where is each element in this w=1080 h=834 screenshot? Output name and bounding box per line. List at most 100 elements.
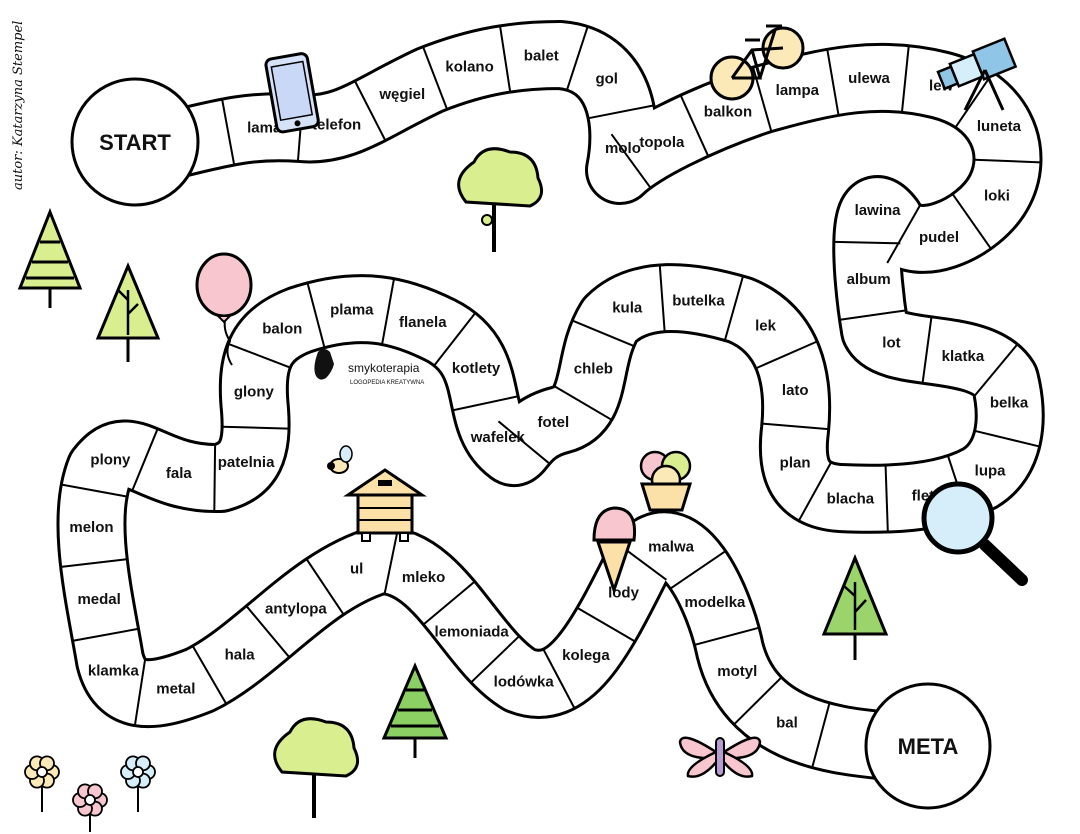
field-divider — [499, 26, 512, 92]
word-field[interactable]: lama — [247, 120, 282, 137]
word-field[interactable]: mleko — [402, 569, 445, 586]
field-divider — [974, 158, 1041, 164]
field-divider — [553, 385, 612, 421]
word-field[interactable]: hala — [225, 647, 256, 664]
word-field[interactable]: blacha — [827, 490, 875, 507]
word-field[interactable]: glony — [234, 383, 275, 400]
word-field[interactable]: flanela — [399, 314, 447, 331]
word-field[interactable]: butelka — [672, 292, 725, 309]
word-field[interactable]: lody — [608, 585, 639, 602]
word-field[interactable]: bal — [776, 714, 798, 731]
field-divider — [222, 425, 289, 430]
word-field[interactable]: balon — [262, 321, 302, 338]
word-field[interactable]: plony — [90, 451, 131, 468]
smykoterapia-logo: smykoterapia LOGOPEDIA KREATYWNA — [314, 349, 424, 386]
field-divider — [834, 240, 901, 245]
word-field[interactable]: pudel — [919, 229, 959, 246]
telescope-icon — [936, 37, 1018, 111]
field-divider — [133, 659, 147, 726]
word-field[interactable]: chleb — [574, 360, 613, 377]
word-field[interactable]: lampa — [776, 82, 820, 99]
field-divider — [192, 645, 227, 704]
field-divider — [131, 428, 159, 491]
field-divider — [72, 627, 139, 642]
word-field[interactable]: telefon — [312, 117, 361, 134]
spruce-icon — [381, 662, 449, 758]
word-field[interactable]: balkon — [704, 104, 752, 121]
spruce-icon — [821, 554, 889, 660]
magnifier-icon — [921, 481, 1028, 586]
word-field[interactable]: kolega — [562, 647, 610, 664]
word-field[interactable]: luneta — [977, 118, 1022, 135]
field-divider — [383, 528, 399, 594]
word-field[interactable]: modelka — [685, 594, 747, 611]
word-field[interactable]: antylopa — [265, 600, 327, 617]
bicycle-icon — [709, 24, 805, 101]
word-field[interactable]: patelnia — [218, 454, 275, 471]
field-divider — [921, 317, 933, 383]
word-field[interactable]: ul — [350, 561, 363, 578]
word-field[interactable]: topola — [639, 134, 685, 151]
word-field[interactable]: kolano — [445, 59, 493, 76]
field-divider — [670, 550, 726, 590]
word-field[interactable]: fala — [166, 465, 193, 482]
word-field[interactable]: ulewa — [848, 70, 890, 87]
meta-field[interactable]: META — [864, 682, 992, 810]
word-field[interactable]: wafelek — [470, 429, 526, 446]
word-field[interactable]: gol — [595, 71, 618, 88]
field-divider — [724, 276, 744, 341]
spruce-icon — [95, 262, 161, 362]
word-field[interactable]: kula — [612, 299, 643, 316]
word-field[interactable]: lemoniada — [435, 624, 510, 641]
field-divider — [213, 445, 217, 512]
word-field[interactable]: plama — [330, 301, 374, 318]
word-field[interactable]: kotlety — [452, 360, 501, 377]
logo-tagline: LOGOPEDIA KREATYWNA — [350, 380, 424, 386]
word-field[interactable]: motyl — [717, 663, 757, 680]
word-field[interactable]: lawina — [855, 202, 902, 219]
spruce-icon — [17, 207, 83, 308]
field-divider — [762, 422, 829, 431]
field-divider — [433, 312, 476, 366]
start-field[interactable]: START — [70, 77, 200, 207]
word-field[interactable]: molo — [605, 140, 641, 157]
word-field[interactable]: belka — [990, 395, 1029, 412]
word-field[interactable]: klatka — [942, 348, 985, 365]
field-divider — [954, 72, 994, 128]
field-divider — [733, 677, 782, 725]
word-field[interactable]: loki — [984, 187, 1010, 204]
word-field[interactable]: lodówka — [494, 673, 555, 690]
field-divider — [61, 483, 127, 498]
word-field[interactable]: malwa — [648, 538, 695, 555]
butterfly-icon — [678, 736, 762, 778]
word-field[interactable]: plan — [780, 455, 811, 472]
field-divider — [497, 420, 550, 465]
word-field[interactable]: metal — [156, 680, 195, 697]
word-field[interactable]: lek — [755, 318, 777, 335]
word-field[interactable]: balet — [524, 47, 559, 64]
word-field[interactable]: medal — [77, 591, 120, 608]
flower-icon — [72, 783, 108, 832]
word-field[interactable]: melon — [69, 519, 113, 536]
field-divider — [306, 283, 326, 348]
field-divider — [227, 342, 291, 369]
field-divider — [811, 703, 831, 768]
word-field[interactable]: klamka — [88, 662, 140, 679]
field-divider — [61, 558, 127, 568]
field-divider — [974, 429, 1040, 448]
word-field[interactable]: fotel — [538, 414, 570, 431]
word-field[interactable]: album — [847, 271, 891, 288]
word-field[interactable]: lot — [882, 335, 900, 352]
ice-cream-icon — [639, 450, 693, 512]
word-field[interactable]: lato — [782, 382, 809, 399]
start-label: START — [99, 130, 171, 155]
field-divider — [658, 265, 666, 332]
word-field[interactable]: lupa — [975, 462, 1006, 479]
field-divider — [577, 607, 636, 643]
field-divider — [901, 45, 910, 112]
phone-icon — [264, 52, 320, 134]
field-divider — [974, 343, 1018, 397]
beehive-icon — [343, 468, 427, 542]
word-field[interactable]: węgiel — [378, 86, 425, 103]
